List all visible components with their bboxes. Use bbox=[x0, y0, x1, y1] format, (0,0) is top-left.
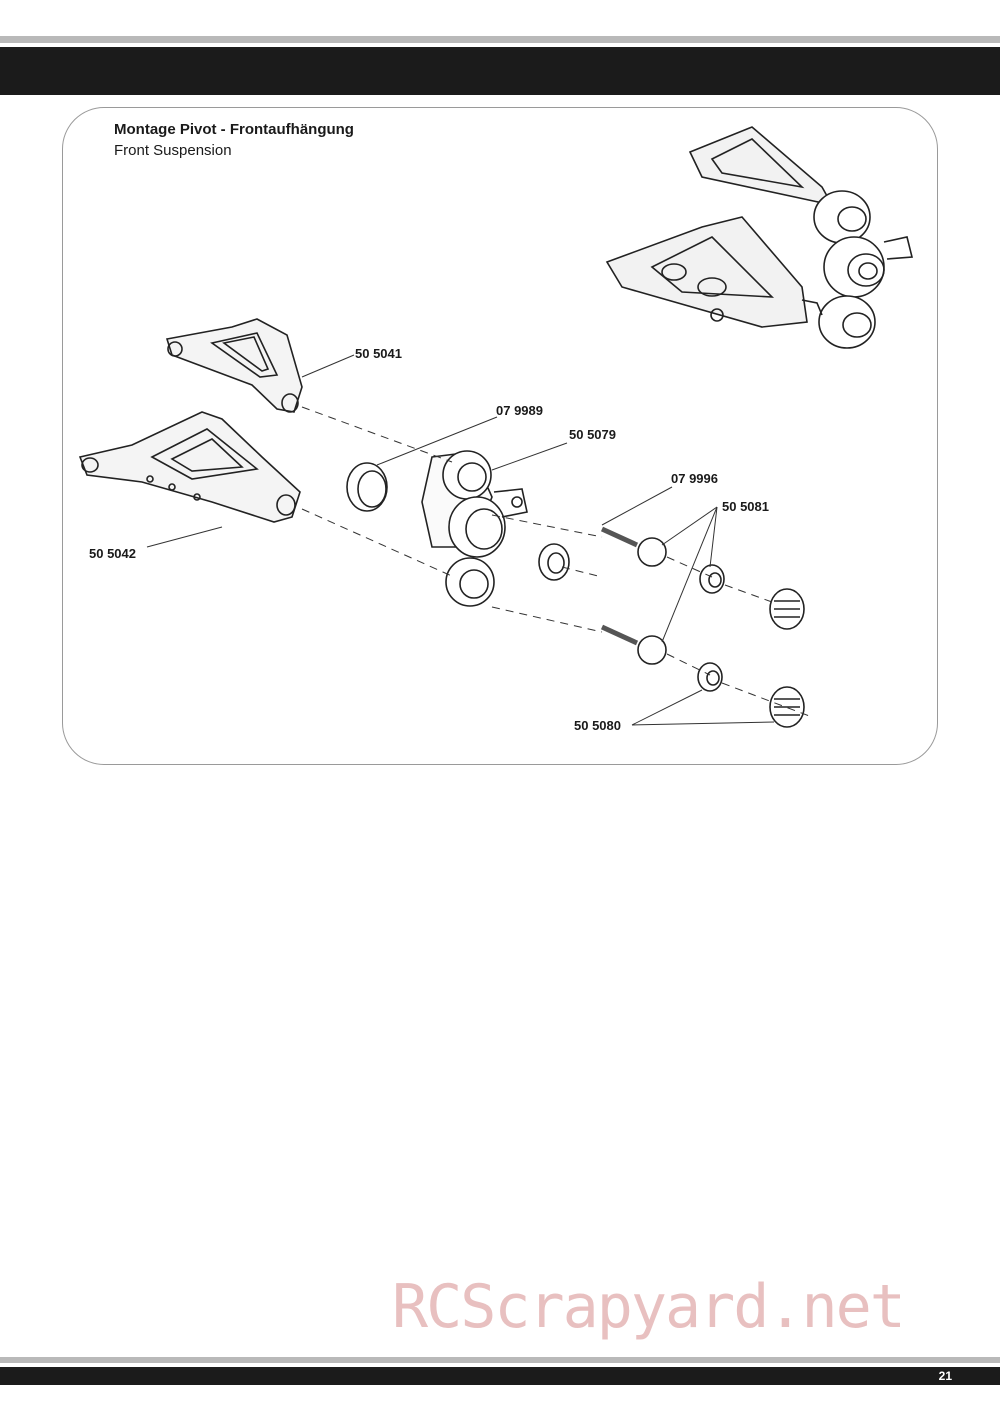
part-label-bearing: 07 9989 bbox=[496, 403, 543, 418]
part-label-pivot-ball: 50 5081 bbox=[722, 499, 769, 514]
exploded-view-diagram: 50 5041 07 9989 50 5079 07 9996 50 5081 … bbox=[78, 126, 914, 733]
assembly-guide-lines bbox=[301, 406, 813, 718]
hub-carrier-drawing bbox=[421, 450, 528, 607]
small-bearing-drawing bbox=[538, 543, 570, 581]
upper-arm-drawing bbox=[165, 318, 303, 413]
part-label-upper-arm: 50 5041 bbox=[355, 346, 402, 361]
diagram-panel bbox=[62, 107, 938, 765]
part-label-ball-stud: 07 9996 bbox=[671, 471, 718, 486]
bearing-drawing bbox=[346, 462, 388, 512]
watermark: RCScrapyard.net bbox=[392, 1272, 906, 1342]
page-number: 21 bbox=[938, 1369, 952, 1383]
ball-studs-drawing bbox=[600, 526, 667, 665]
part-label-set-screw: 50 5080 bbox=[574, 718, 621, 733]
leader-lines bbox=[146, 354, 775, 726]
part-label-lower-arm: 50 5042 bbox=[89, 546, 136, 561]
header-rule bbox=[0, 36, 1000, 43]
header-bar bbox=[0, 47, 1000, 95]
assembled-suspension-drawing bbox=[605, 126, 914, 349]
footer-bar bbox=[0, 1367, 1000, 1385]
lower-arm-drawing bbox=[78, 411, 301, 523]
part-label-hub-carrier: 50 5079 bbox=[569, 427, 616, 442]
section-title: Montage Pivot - Frontaufhängung bbox=[114, 121, 354, 138]
section-subtitle: Front Suspension bbox=[114, 142, 232, 159]
set-screws-drawing bbox=[769, 588, 805, 728]
pivot-balls-drawing bbox=[697, 564, 725, 692]
footer-rule bbox=[0, 1357, 1000, 1363]
